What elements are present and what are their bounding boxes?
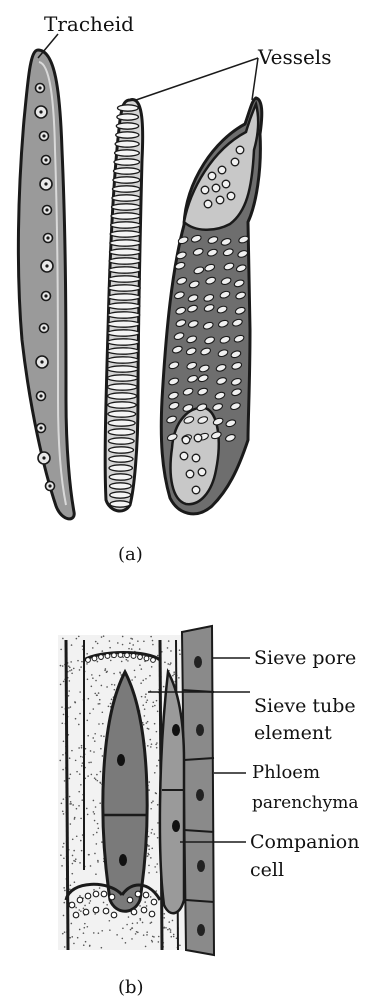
vessels-label: Vessels xyxy=(257,45,331,69)
tracheid-cell xyxy=(18,50,74,519)
sieve-pore-label: Sieve pore xyxy=(254,647,356,669)
tracheid-label: Tracheid xyxy=(44,12,134,36)
vessel-element-wide xyxy=(161,98,262,514)
companion-cell xyxy=(160,672,184,913)
panel-b: Sieve pore Sieve tube element Phloem par… xyxy=(58,626,359,998)
sieve-tube-label-line1: Sieve tube xyxy=(254,695,356,717)
panel-a-label: (a) xyxy=(118,544,143,565)
companion-label-line1: Companion xyxy=(250,831,359,853)
phloem-parenchyma xyxy=(182,626,214,955)
vessel-element-narrow xyxy=(105,100,143,511)
sieve-tube-label-line2: element xyxy=(254,722,332,744)
phloem-label-line1: Phloem xyxy=(252,762,320,783)
panel-a: Tracheid Vessels (a) xyxy=(18,12,331,565)
panel-b-label: (b) xyxy=(118,977,144,998)
vessels-leader-line-1 xyxy=(136,58,258,100)
sieve-tube-wall-left xyxy=(66,640,68,950)
phloem-label-line2: parenchyma xyxy=(252,793,358,813)
companion-label-line2: cell xyxy=(250,859,284,881)
